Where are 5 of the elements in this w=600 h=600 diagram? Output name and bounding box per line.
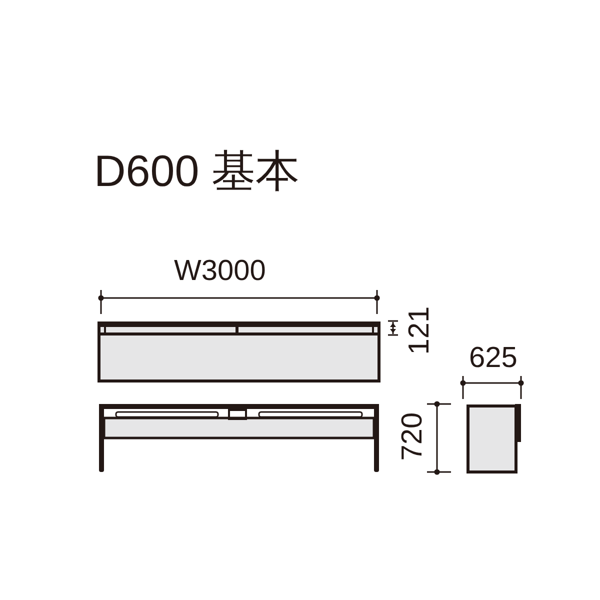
dimension-label: 121 <box>406 306 435 354</box>
title: D600 基本 <box>94 150 300 194</box>
dimension-label: 625 <box>469 344 518 372</box>
dimension-label: 720 <box>398 412 428 460</box>
dimension-label: W3000 <box>174 256 266 286</box>
